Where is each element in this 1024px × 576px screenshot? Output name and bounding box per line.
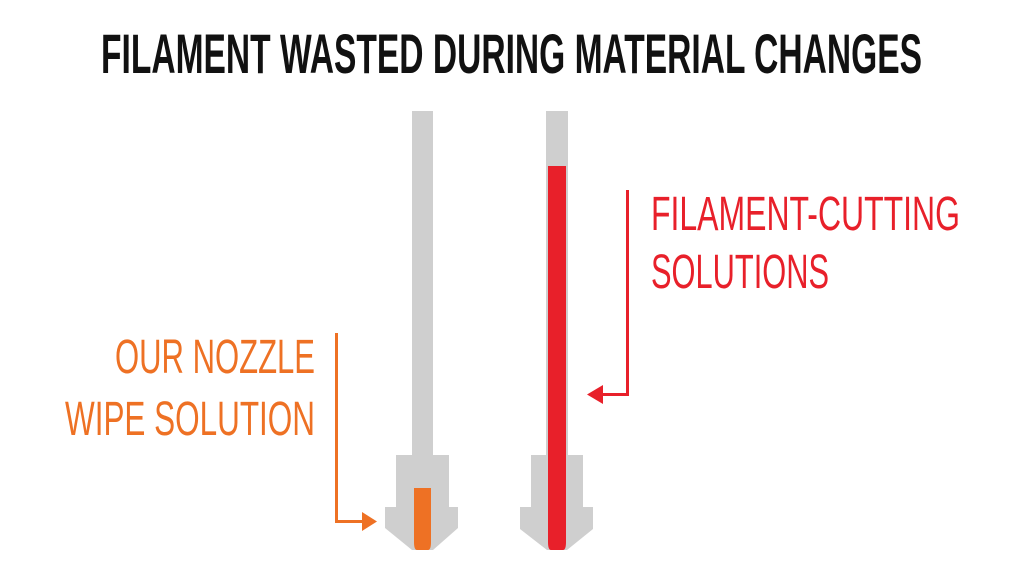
left-label-line-2: WIPE SOLUTION [65,393,315,446]
left-filament-tube [412,111,433,456]
right-label-line-2: SOLUTIONS [651,246,829,299]
right-nozzle [520,111,593,550]
diagram-title: FILAMENT WASTED DURING MATERIAL CHANGES [101,22,922,85]
left-callout-arrow [335,333,377,531]
right-callout-arrow [587,190,629,404]
left-label-line-1: OUR NOZZLE [115,331,315,384]
left-callout-vertical-line [335,333,338,523]
left-nozzle [385,111,458,550]
left-wasted-filament [414,488,431,550]
right-callout-horizontal-line [600,393,629,396]
right-label: FILAMENT-CUTTING SOLUTIONS [651,188,960,299]
arrow-right-icon [362,512,377,531]
left-label: OUR NOZZLE WIPE SOLUTION [65,331,315,446]
arrow-left-icon [587,385,603,404]
left-callout-horizontal-line [335,520,365,523]
right-callout-vertical-line [626,190,629,396]
right-wasted-filament [548,166,566,550]
right-label-line-1: FILAMENT-CUTTING [651,188,960,241]
